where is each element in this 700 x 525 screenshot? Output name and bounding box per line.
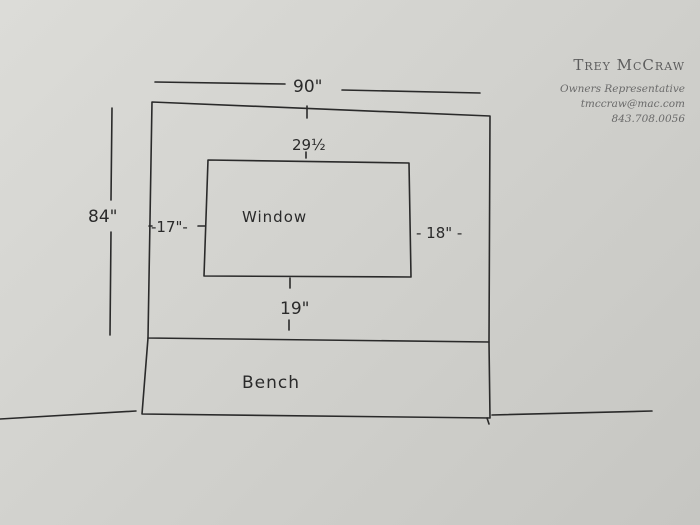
- left-gap-label: -17"-: [151, 218, 188, 236]
- top-gap-label: 29½: [292, 136, 326, 154]
- width-dimension-line-left: [154, 81, 286, 85]
- card-phone: 843.708.0056: [611, 113, 685, 125]
- floor-line-left: [0, 410, 137, 420]
- floor-line-right: [491, 410, 653, 416]
- height-dimension-line-top: [110, 107, 113, 201]
- right-gap-label: - 18" -: [416, 224, 462, 242]
- width-dimension-line-right: [341, 89, 481, 94]
- overall-height-label: 84": [88, 207, 117, 227]
- card-name: Trey McCraw: [573, 56, 685, 74]
- bottom-gap-label: 19": [280, 299, 309, 319]
- overall-width-label: 90": [293, 77, 322, 97]
- height-dimension-line-bottom: [109, 231, 112, 336]
- bench-leg-tick: [486, 417, 490, 425]
- window-label: Window: [242, 208, 307, 226]
- bench-frame: [141, 337, 491, 419]
- bench-label: Bench: [242, 373, 300, 393]
- card-email: tmccraw@mac.com: [580, 98, 685, 110]
- window-frame: [203, 159, 412, 278]
- card-title: Owners Representative: [560, 83, 685, 95]
